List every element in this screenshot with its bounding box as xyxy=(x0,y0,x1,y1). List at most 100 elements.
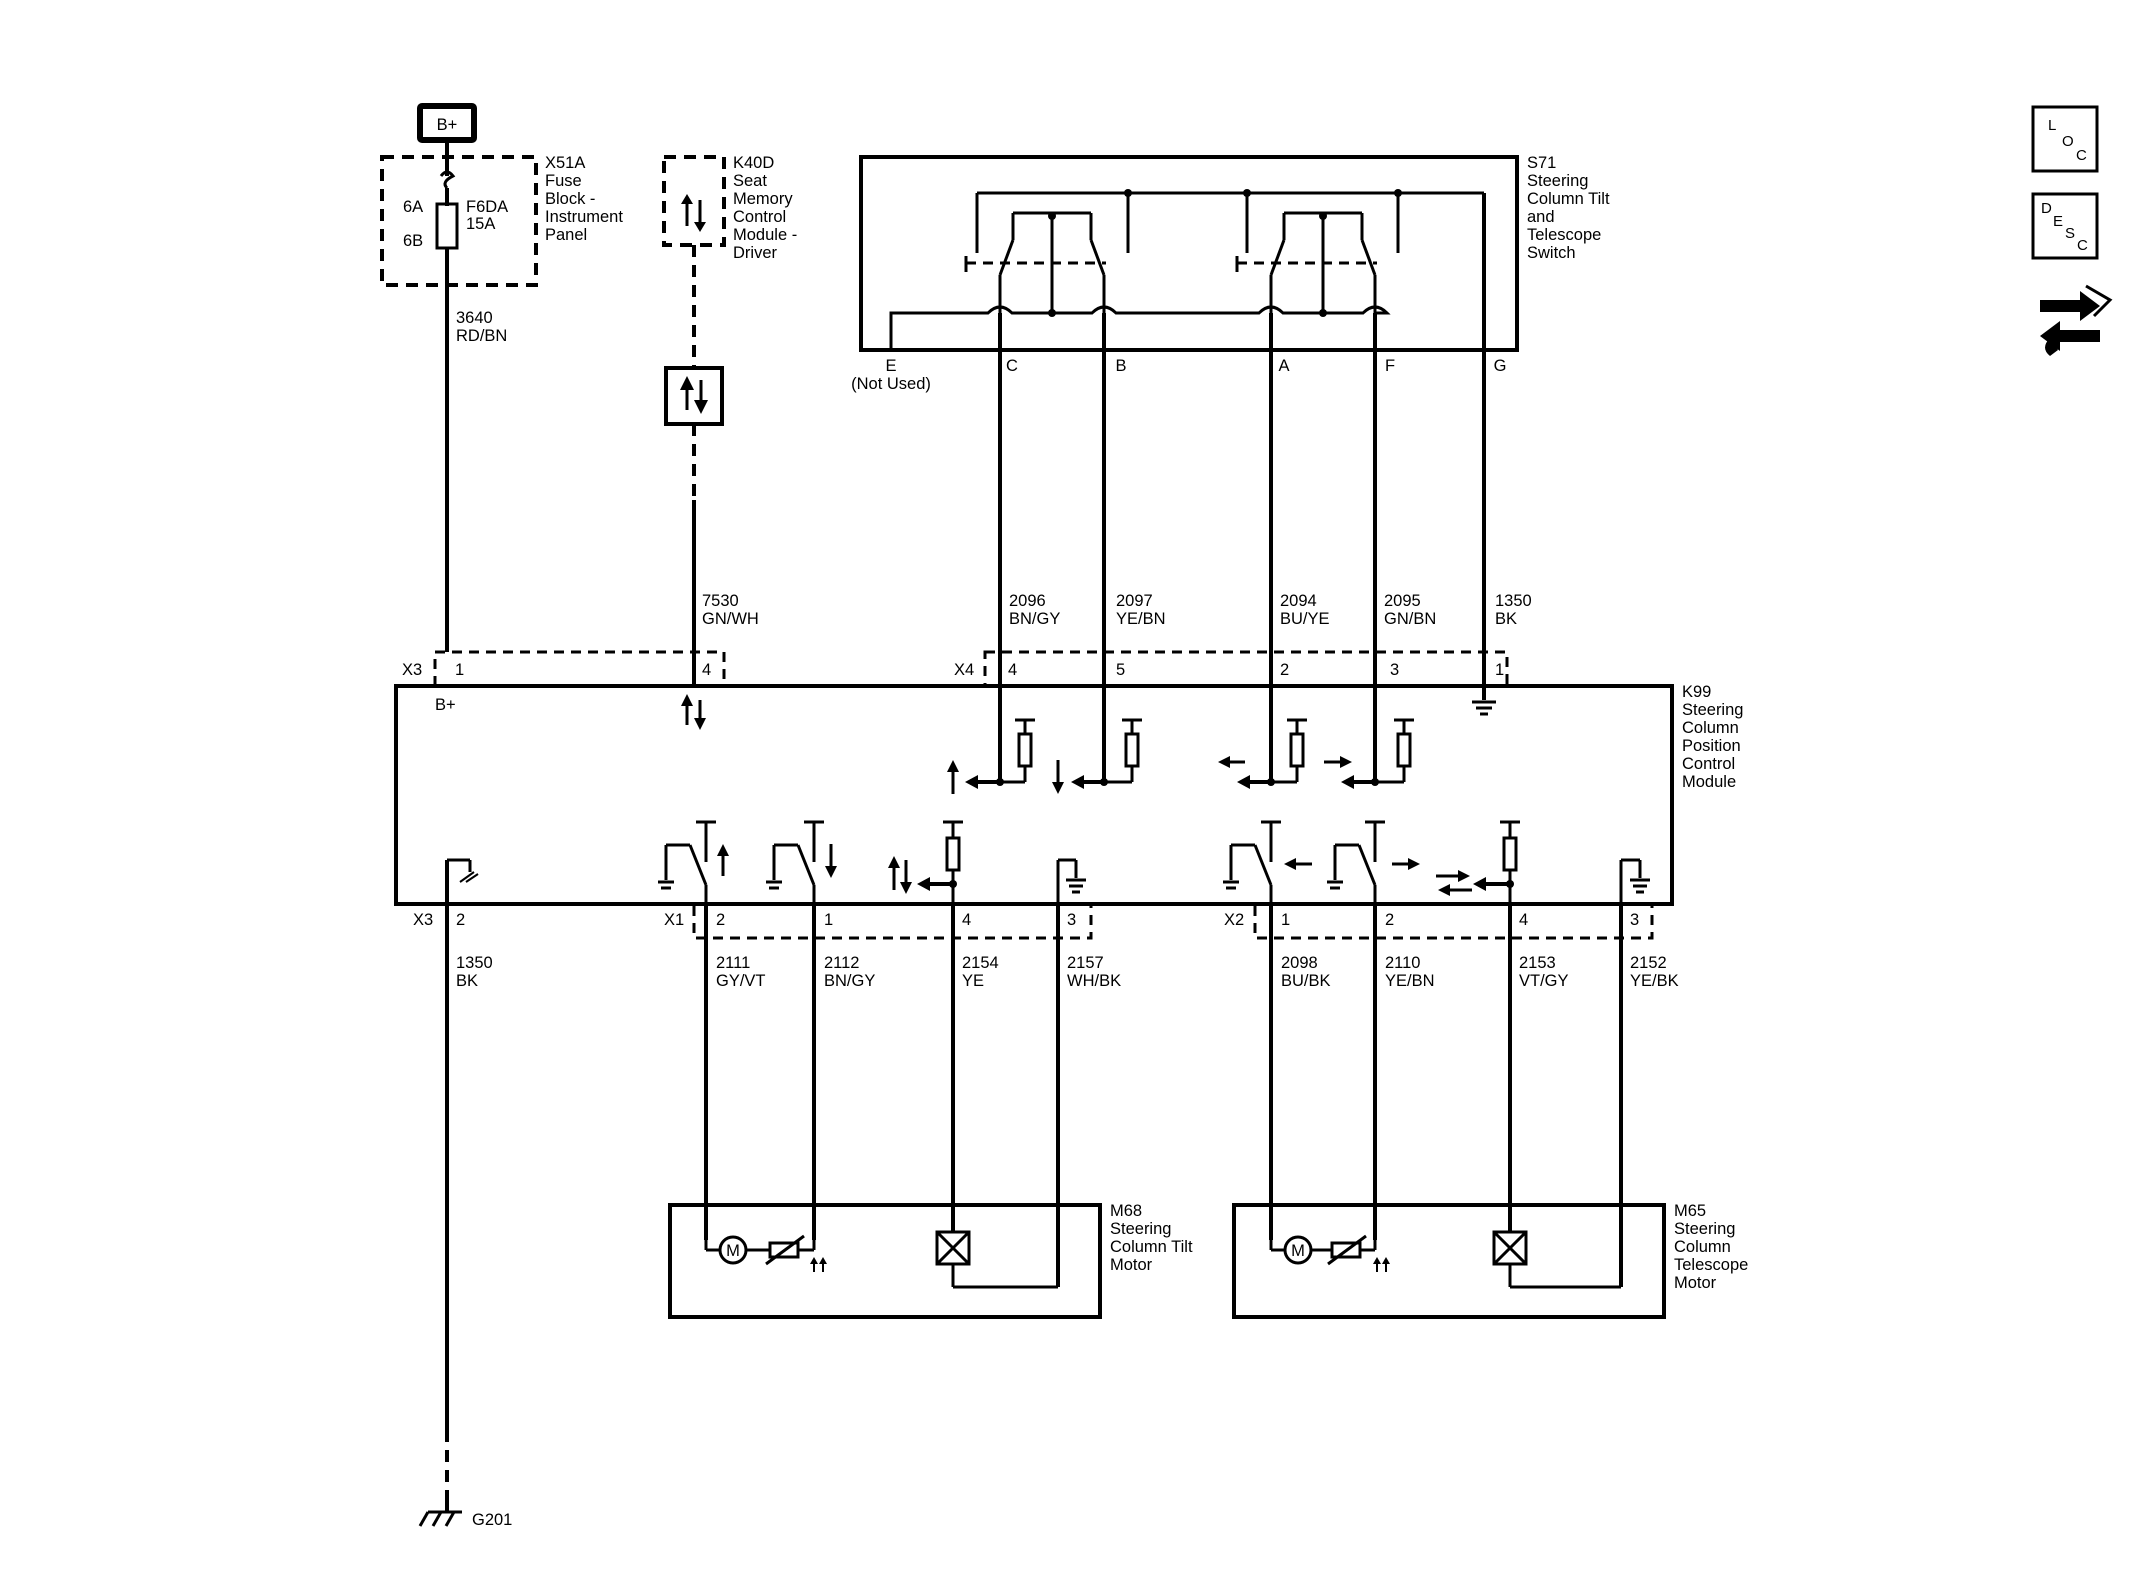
svg-text:BN/GY: BN/GY xyxy=(1009,610,1060,628)
svg-text:4: 4 xyxy=(702,661,711,679)
svg-text:YE/BN: YE/BN xyxy=(1385,972,1435,990)
input-sense-resistors xyxy=(947,718,1414,794)
wire-7530: 7530 GN/WH xyxy=(664,245,759,686)
desc-icon[interactable]: D E S C xyxy=(2031,192,2099,260)
svg-text:Block -: Block - xyxy=(545,190,595,208)
module-k99: K99 Steering Column Position Control Mod… xyxy=(394,650,1743,940)
svg-text:2111: 2111 xyxy=(716,954,750,972)
svg-text:2: 2 xyxy=(1385,911,1394,929)
svg-text:Driver: Driver xyxy=(733,244,778,262)
svg-text:Panel: Panel xyxy=(545,226,587,244)
svg-text:Motor: Motor xyxy=(1674,1274,1717,1292)
tilt-motor-drivers xyxy=(658,820,1086,904)
svg-text:B+: B+ xyxy=(437,116,458,134)
fuse-block-id: X51A xyxy=(545,154,585,172)
seat-memory-module-k40d: K40D Seat Memory Control Module - Driver xyxy=(662,154,797,262)
svg-text:Memory: Memory xyxy=(733,190,793,208)
svg-text:BN/GY: BN/GY xyxy=(824,972,875,990)
svg-text:RD/BN: RD/BN xyxy=(456,327,507,345)
svg-text:WH/BK: WH/BK xyxy=(1067,972,1121,990)
svg-text:2153: 2153 xyxy=(1519,954,1556,972)
svg-text:L: L xyxy=(2048,117,2056,134)
svg-text:2094: 2094 xyxy=(1280,592,1317,610)
fuse-f6da-icon xyxy=(435,202,459,250)
svg-text:BU/YE: BU/YE xyxy=(1280,610,1330,628)
svg-text:X4: X4 xyxy=(954,661,974,679)
svg-text:BK: BK xyxy=(1495,610,1517,628)
svg-text:A: A xyxy=(1278,357,1289,375)
svg-text:2095: 2095 xyxy=(1384,592,1421,610)
svg-text:M65: M65 xyxy=(1674,1202,1706,1220)
svg-text:Column Tilt: Column Tilt xyxy=(1527,190,1610,208)
svg-text:B: B xyxy=(1115,357,1126,375)
bplus-source: B+ xyxy=(417,103,477,164)
ground-g201: G201 xyxy=(418,1500,512,1529)
svg-text:2112: 2112 xyxy=(824,954,859,972)
svg-text:M68: M68 xyxy=(1110,1202,1142,1220)
steering-switch-s71: S71 Steering Column Tilt and Telescope S… xyxy=(851,154,1610,393)
svg-text:E: E xyxy=(2053,213,2063,230)
svg-text:and: and xyxy=(1527,208,1555,226)
svg-text:3: 3 xyxy=(1390,661,1399,679)
telescope-motor-m65: M M65 Steering Column Telescope Motor xyxy=(1232,1202,1748,1319)
svg-text:Telescope: Telescope xyxy=(1527,226,1601,244)
svg-text:1350: 1350 xyxy=(456,954,493,972)
svg-text:2154: 2154 xyxy=(962,954,999,972)
svg-text:7530: 7530 xyxy=(702,592,739,610)
svg-text:5: 5 xyxy=(1116,661,1125,679)
svg-text:2097: 2097 xyxy=(1116,592,1153,610)
service-arrows-icon[interactable] xyxy=(2040,284,2113,356)
svg-text:C: C xyxy=(2077,237,2088,254)
svg-text:YE/BK: YE/BK xyxy=(1630,972,1679,990)
svg-text:BK: BK xyxy=(456,972,478,990)
svg-text:S71: S71 xyxy=(1527,154,1556,172)
svg-text:(Not Used): (Not Used) xyxy=(851,375,931,393)
svg-text:2: 2 xyxy=(716,911,725,929)
svg-text:C: C xyxy=(2076,147,2087,164)
svg-text:4: 4 xyxy=(1008,661,1017,679)
svg-text:X3: X3 xyxy=(402,661,422,679)
svg-text:6A: 6A xyxy=(403,198,423,216)
svg-text:Column: Column xyxy=(1682,719,1739,737)
svg-text:VT/GY: VT/GY xyxy=(1519,972,1569,990)
svg-text:Steering: Steering xyxy=(1682,701,1743,719)
svg-text:YE/BN: YE/BN xyxy=(1116,610,1166,628)
svg-text:2152: 2152 xyxy=(1630,954,1667,972)
svg-text:1: 1 xyxy=(455,661,464,679)
svg-text:M: M xyxy=(1291,1242,1305,1260)
svg-text:2096: 2096 xyxy=(1009,592,1046,610)
svg-text:Switch: Switch xyxy=(1527,244,1576,262)
svg-text:2110: 2110 xyxy=(1385,954,1420,972)
svg-text:2157: 2157 xyxy=(1067,954,1104,972)
svg-text:Fuse: Fuse xyxy=(545,172,582,190)
svg-text:3640: 3640 xyxy=(456,309,493,327)
svg-text:S: S xyxy=(2065,225,2075,242)
telescope-motor-drivers xyxy=(1223,820,1650,904)
svg-text:M: M xyxy=(726,1242,740,1260)
svg-text:4: 4 xyxy=(962,911,971,929)
svg-text:BU/BK: BU/BK xyxy=(1281,972,1331,990)
fuse-block-x51a: 6A 6B F6DA 15A X51A Fuse Block - Instrum… xyxy=(380,154,623,287)
svg-text:Position: Position xyxy=(1682,737,1741,755)
svg-text:6B: 6B xyxy=(403,232,423,250)
svg-text:GY/VT: GY/VT xyxy=(716,972,766,990)
tilt-motor-m68: M M68 Steering Column Tilt Motor xyxy=(668,1202,1193,1319)
svg-text:1350: 1350 xyxy=(1495,592,1532,610)
loc-icon[interactable]: L O C xyxy=(2031,105,2099,173)
svg-text:4: 4 xyxy=(1519,911,1528,929)
svg-text:X3: X3 xyxy=(413,911,433,929)
svg-text:K40D: K40D xyxy=(733,154,774,172)
wire-3640: 3640 RD/BN xyxy=(445,285,507,652)
svg-text:Motor: Motor xyxy=(1110,1256,1153,1274)
svg-text:Steering: Steering xyxy=(1527,172,1588,190)
svg-text:GN/WH: GN/WH xyxy=(702,610,759,628)
svg-text:2: 2 xyxy=(456,911,465,929)
svg-text:G: G xyxy=(1494,357,1507,375)
svg-text:2: 2 xyxy=(1280,661,1289,679)
svg-text:Column: Column xyxy=(1674,1238,1731,1256)
switch-wires: 2096 BN/GY 2097 YE/BN 2094 BU/YE 2095 GN… xyxy=(998,313,1532,785)
bottom-wires: 1350 BK 2111 GY/VT 2112 BN/GY 2154 YE 21… xyxy=(445,860,1679,1500)
svg-text:2098: 2098 xyxy=(1281,954,1318,972)
svg-text:K99: K99 xyxy=(1682,683,1711,701)
